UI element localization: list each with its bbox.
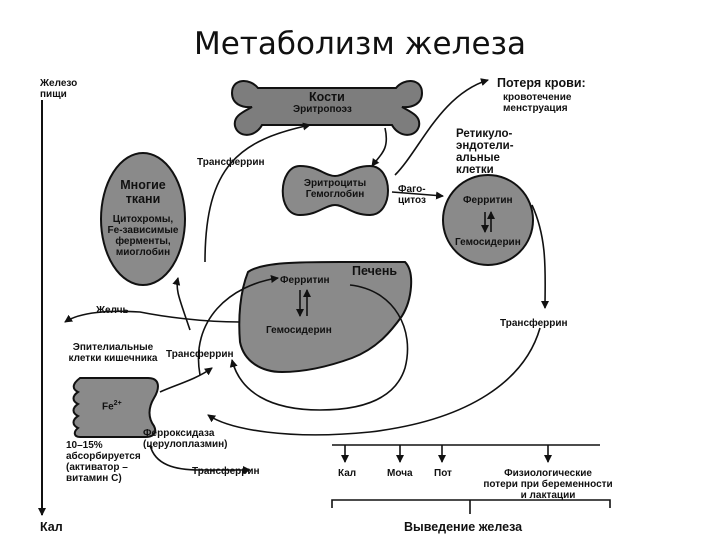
phagocytosis-label: Фаго- цитоз bbox=[398, 184, 427, 206]
liver-label: Печень bbox=[352, 264, 398, 278]
transferrin-right-loop-arrow bbox=[207, 327, 541, 436]
blood-loss-label: Потеря крови: bbox=[497, 76, 586, 90]
many-tissues-shape bbox=[100, 152, 186, 286]
sweat-label: Пот bbox=[434, 468, 452, 479]
res-cells-shape bbox=[442, 174, 534, 266]
many-tissues-label: Многие ткани bbox=[120, 178, 166, 206]
transferrin-to-liver-arrow bbox=[197, 275, 279, 376]
liver-hemosiderin-label: Гемосидерин bbox=[266, 325, 332, 336]
phagocytosis-arrow bbox=[391, 191, 444, 200]
urine-label: Моча bbox=[387, 468, 413, 479]
feces-bottom-label: Кал bbox=[40, 520, 63, 534]
transferrin-mid-label: Трансферрин bbox=[166, 349, 234, 360]
fe2-superscript: 2+ bbox=[113, 400, 122, 407]
page-title: Метаболизм железа bbox=[193, 26, 526, 62]
res-hemosiderin-label: Гемосидерин bbox=[455, 237, 521, 248]
liver-ferritin-label: Ферритин bbox=[280, 275, 330, 286]
excretion-bracket bbox=[331, 499, 611, 514]
erythrocytes-label: Эритроциты Гемоглобин bbox=[303, 178, 367, 200]
diet-iron-label: Железо пищи bbox=[40, 78, 78, 100]
transferrin-to-tissues-arrow bbox=[172, 277, 191, 331]
physiological-losses-label: Физиологические потери при беременности … bbox=[483, 468, 613, 501]
epithelial-cells-label: Эпителиальные клетки кишечника bbox=[68, 342, 158, 364]
transferrin-right-label: Трансферрин bbox=[500, 318, 568, 329]
liver-to-bile-arrow bbox=[64, 310, 241, 323]
ferroxidase-to-transferrin-arrow bbox=[149, 444, 251, 474]
bones-label: Кости bbox=[309, 90, 345, 104]
fe2-text: Fe bbox=[102, 401, 114, 413]
res-cells-label: Ретикуло- эндотели- альные клетки bbox=[456, 128, 514, 176]
feces-label: Кал bbox=[338, 468, 357, 479]
tissue-enzymes-label: Цитохромы, Fe-зависимые ферменты, миогло… bbox=[107, 214, 179, 258]
erythropoiesis-label: Эритропоэз bbox=[293, 104, 352, 115]
absorbed-percent-label: 10–15% абсорбируется (активатор – витами… bbox=[66, 440, 141, 484]
transferrin-bottom-label: Трансферрин bbox=[192, 466, 260, 477]
blood-loss-detail-label: кровотечение менструация bbox=[503, 92, 572, 114]
liver-loop-arrow bbox=[229, 284, 409, 411]
ferroxidase-label: Ферроксидаза (церулоплазмин) bbox=[143, 428, 228, 450]
erythrocytes-shape bbox=[281, 164, 389, 217]
epithelial-cell-shape bbox=[72, 377, 159, 438]
erythrocytes-to-bloodloss-arrow bbox=[394, 78, 489, 176]
iron-excretion-label: Выведение железа bbox=[404, 520, 523, 534]
res-to-transferrin-arrow bbox=[531, 204, 550, 309]
fe2-label: Fe2+ bbox=[102, 398, 122, 412]
epithelial-to-transferrin-arrow bbox=[159, 367, 213, 393]
bones-to-erythrocytes-arrow bbox=[371, 127, 388, 167]
res-ferritin-label: Ферритин bbox=[463, 195, 513, 206]
bone-shape bbox=[230, 80, 424, 136]
bile-label: Желчь bbox=[96, 305, 129, 316]
transferrin-top-label: Трансферрин bbox=[197, 157, 265, 168]
transferrin-to-bones-arrow bbox=[204, 122, 311, 263]
